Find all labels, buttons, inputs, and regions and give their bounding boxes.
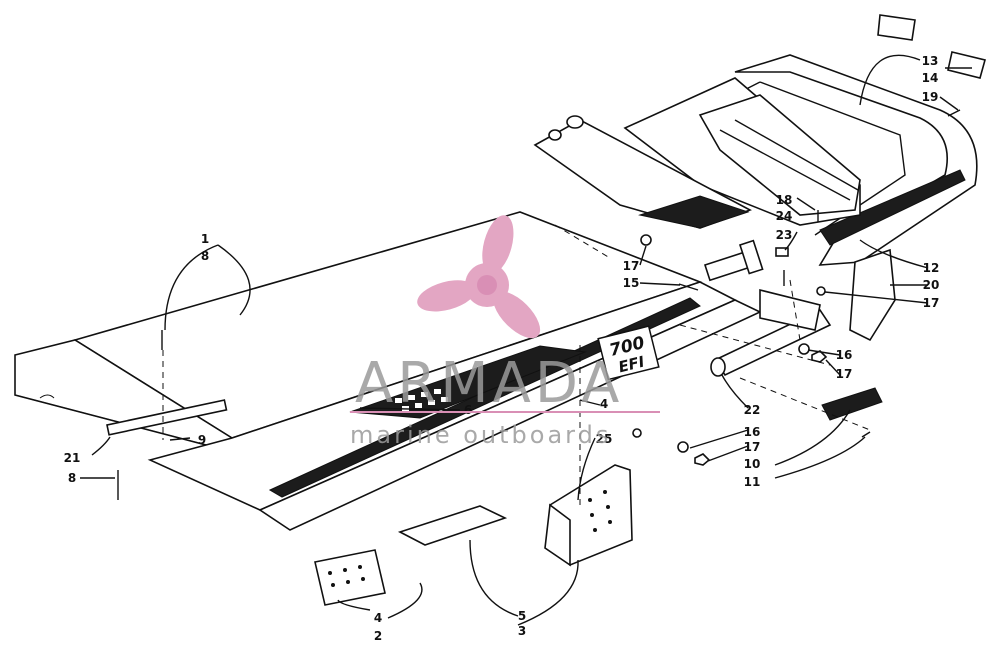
callout-c-14-0: 14 (922, 71, 939, 85)
watermark-subtitle: marine outboards (350, 421, 611, 449)
callout-c-9-0: 9 (198, 433, 206, 447)
callout-c-20-0: 20 (923, 278, 940, 292)
callout-c-4-2-1: 2 (374, 629, 382, 643)
callout-c-18-24-1: 24 (776, 209, 793, 223)
decal-bottom-text: EFI (617, 352, 647, 376)
axle-tube (703, 239, 832, 377)
reflectors (821, 14, 986, 421)
callout-c-1-8-0: 1 (201, 232, 209, 246)
callout-c-15-0: 15 (623, 276, 640, 290)
callout-c-10-11-1: 11 (744, 475, 761, 489)
callout-c-23-0: 23 (776, 228, 793, 242)
callout-c-4-25-1: 25 (596, 432, 613, 446)
watermark-brand: ARMADA (355, 351, 623, 416)
callout-c-17b-0: 17 (923, 296, 940, 310)
callout-c-10-11-0: 10 (744, 457, 761, 471)
callout-c-5-3-0: 5 (518, 609, 526, 623)
rear-bumper (704, 54, 978, 342)
callout-c-13-0: 13 (922, 54, 939, 68)
callout-c-4-2-0: 4 (374, 611, 382, 625)
leader-lines (80, 54, 972, 626)
rear-frame (533, 77, 861, 229)
callout-c-4-25-0: 4 (600, 397, 608, 411)
callout-c-6-0: 6 (464, 403, 472, 417)
hardware (632, 109, 961, 466)
propeller-icon (417, 215, 541, 339)
callout-c-22-0: 22 (744, 403, 761, 417)
callout-c-17a-0: 17 (623, 259, 640, 273)
callout-c-16b-0: 16 (744, 425, 761, 439)
alignment-lines (162, 224, 871, 505)
callout-c-8-0: 8 (68, 471, 76, 485)
callout-c-5-3-1: 3 (518, 624, 526, 638)
callout-c-16a-0: 16 (836, 348, 853, 362)
callout-c-19-0: 19 (922, 90, 939, 104)
model-decal: 700 EFI (597, 325, 660, 381)
callout-c-1-8-1: 8 (201, 249, 209, 263)
callout-c-17c-0: 17 (836, 367, 853, 381)
callout-c-12-0: 12 (923, 261, 940, 275)
callout-c-18-24-0: 18 (776, 193, 793, 207)
armada-watermark: ARMADA marine outboards (350, 215, 660, 449)
callout-c-17d-0: 17 (744, 440, 761, 454)
callout-c-21-0: 21 (64, 451, 81, 465)
lower-brackets (106, 330, 633, 606)
